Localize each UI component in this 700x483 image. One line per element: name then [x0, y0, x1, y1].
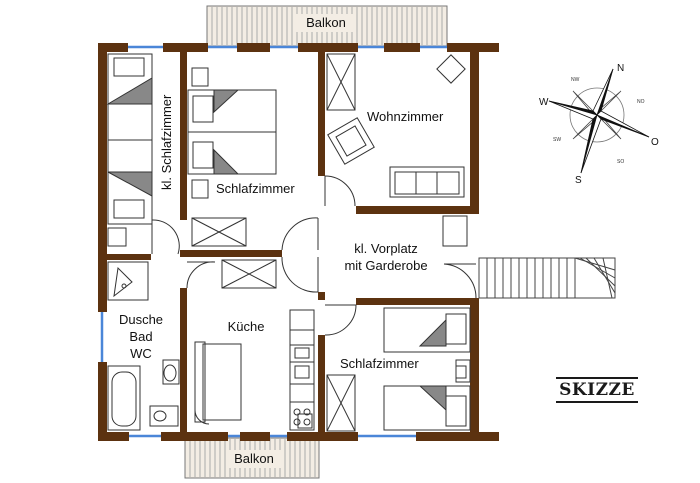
furniture: [106, 53, 471, 432]
compass-rose-icon: N O S W NW NO SO SW: [539, 63, 659, 186]
label-schlafzimmer-1: Schlafzimmer: [216, 181, 295, 196]
balcony-top: [206, 5, 448, 47]
stamp-top-line: [556, 377, 638, 379]
label-vorplatz-line2: mit Garderobe: [344, 258, 427, 273]
label-bad-line1: Dusche: [119, 312, 163, 327]
compass-w: W: [539, 97, 549, 108]
staircase: [478, 257, 616, 299]
label-schlafzimmer-2: Schlafzimmer: [340, 356, 419, 371]
compass-so: SO: [617, 159, 624, 165]
label-wohnzimmer: Wohnzimmer: [367, 109, 444, 124]
label-vorplatz-line1: kl. Vorplatz: [354, 241, 418, 256]
stamp-bottom-line: [556, 401, 638, 403]
label-bad-line2: Bad: [129, 329, 152, 344]
skizze-stamp: SKIZZE: [559, 380, 635, 400]
compass-no: NO: [637, 99, 645, 105]
compass-sw: SW: [553, 137, 561, 143]
label-bad-line3: WC: [130, 346, 152, 361]
label-balkon-top: Balkon: [306, 15, 346, 30]
windows: [100, 45, 447, 438]
compass-nw: NW: [571, 77, 580, 83]
compass-s: S: [575, 175, 582, 186]
label-kueche: Küche: [228, 319, 265, 334]
walls: [98, 43, 499, 441]
label-kl-schlafzimmer: kl. Schlafzimmer: [159, 94, 174, 190]
compass-o: O: [651, 137, 659, 148]
label-balkon-bottom: Balkon: [234, 451, 274, 466]
balcony-bottom: [184, 437, 320, 479]
compass-n: N: [617, 63, 624, 74]
door-swings: [151, 175, 477, 336]
